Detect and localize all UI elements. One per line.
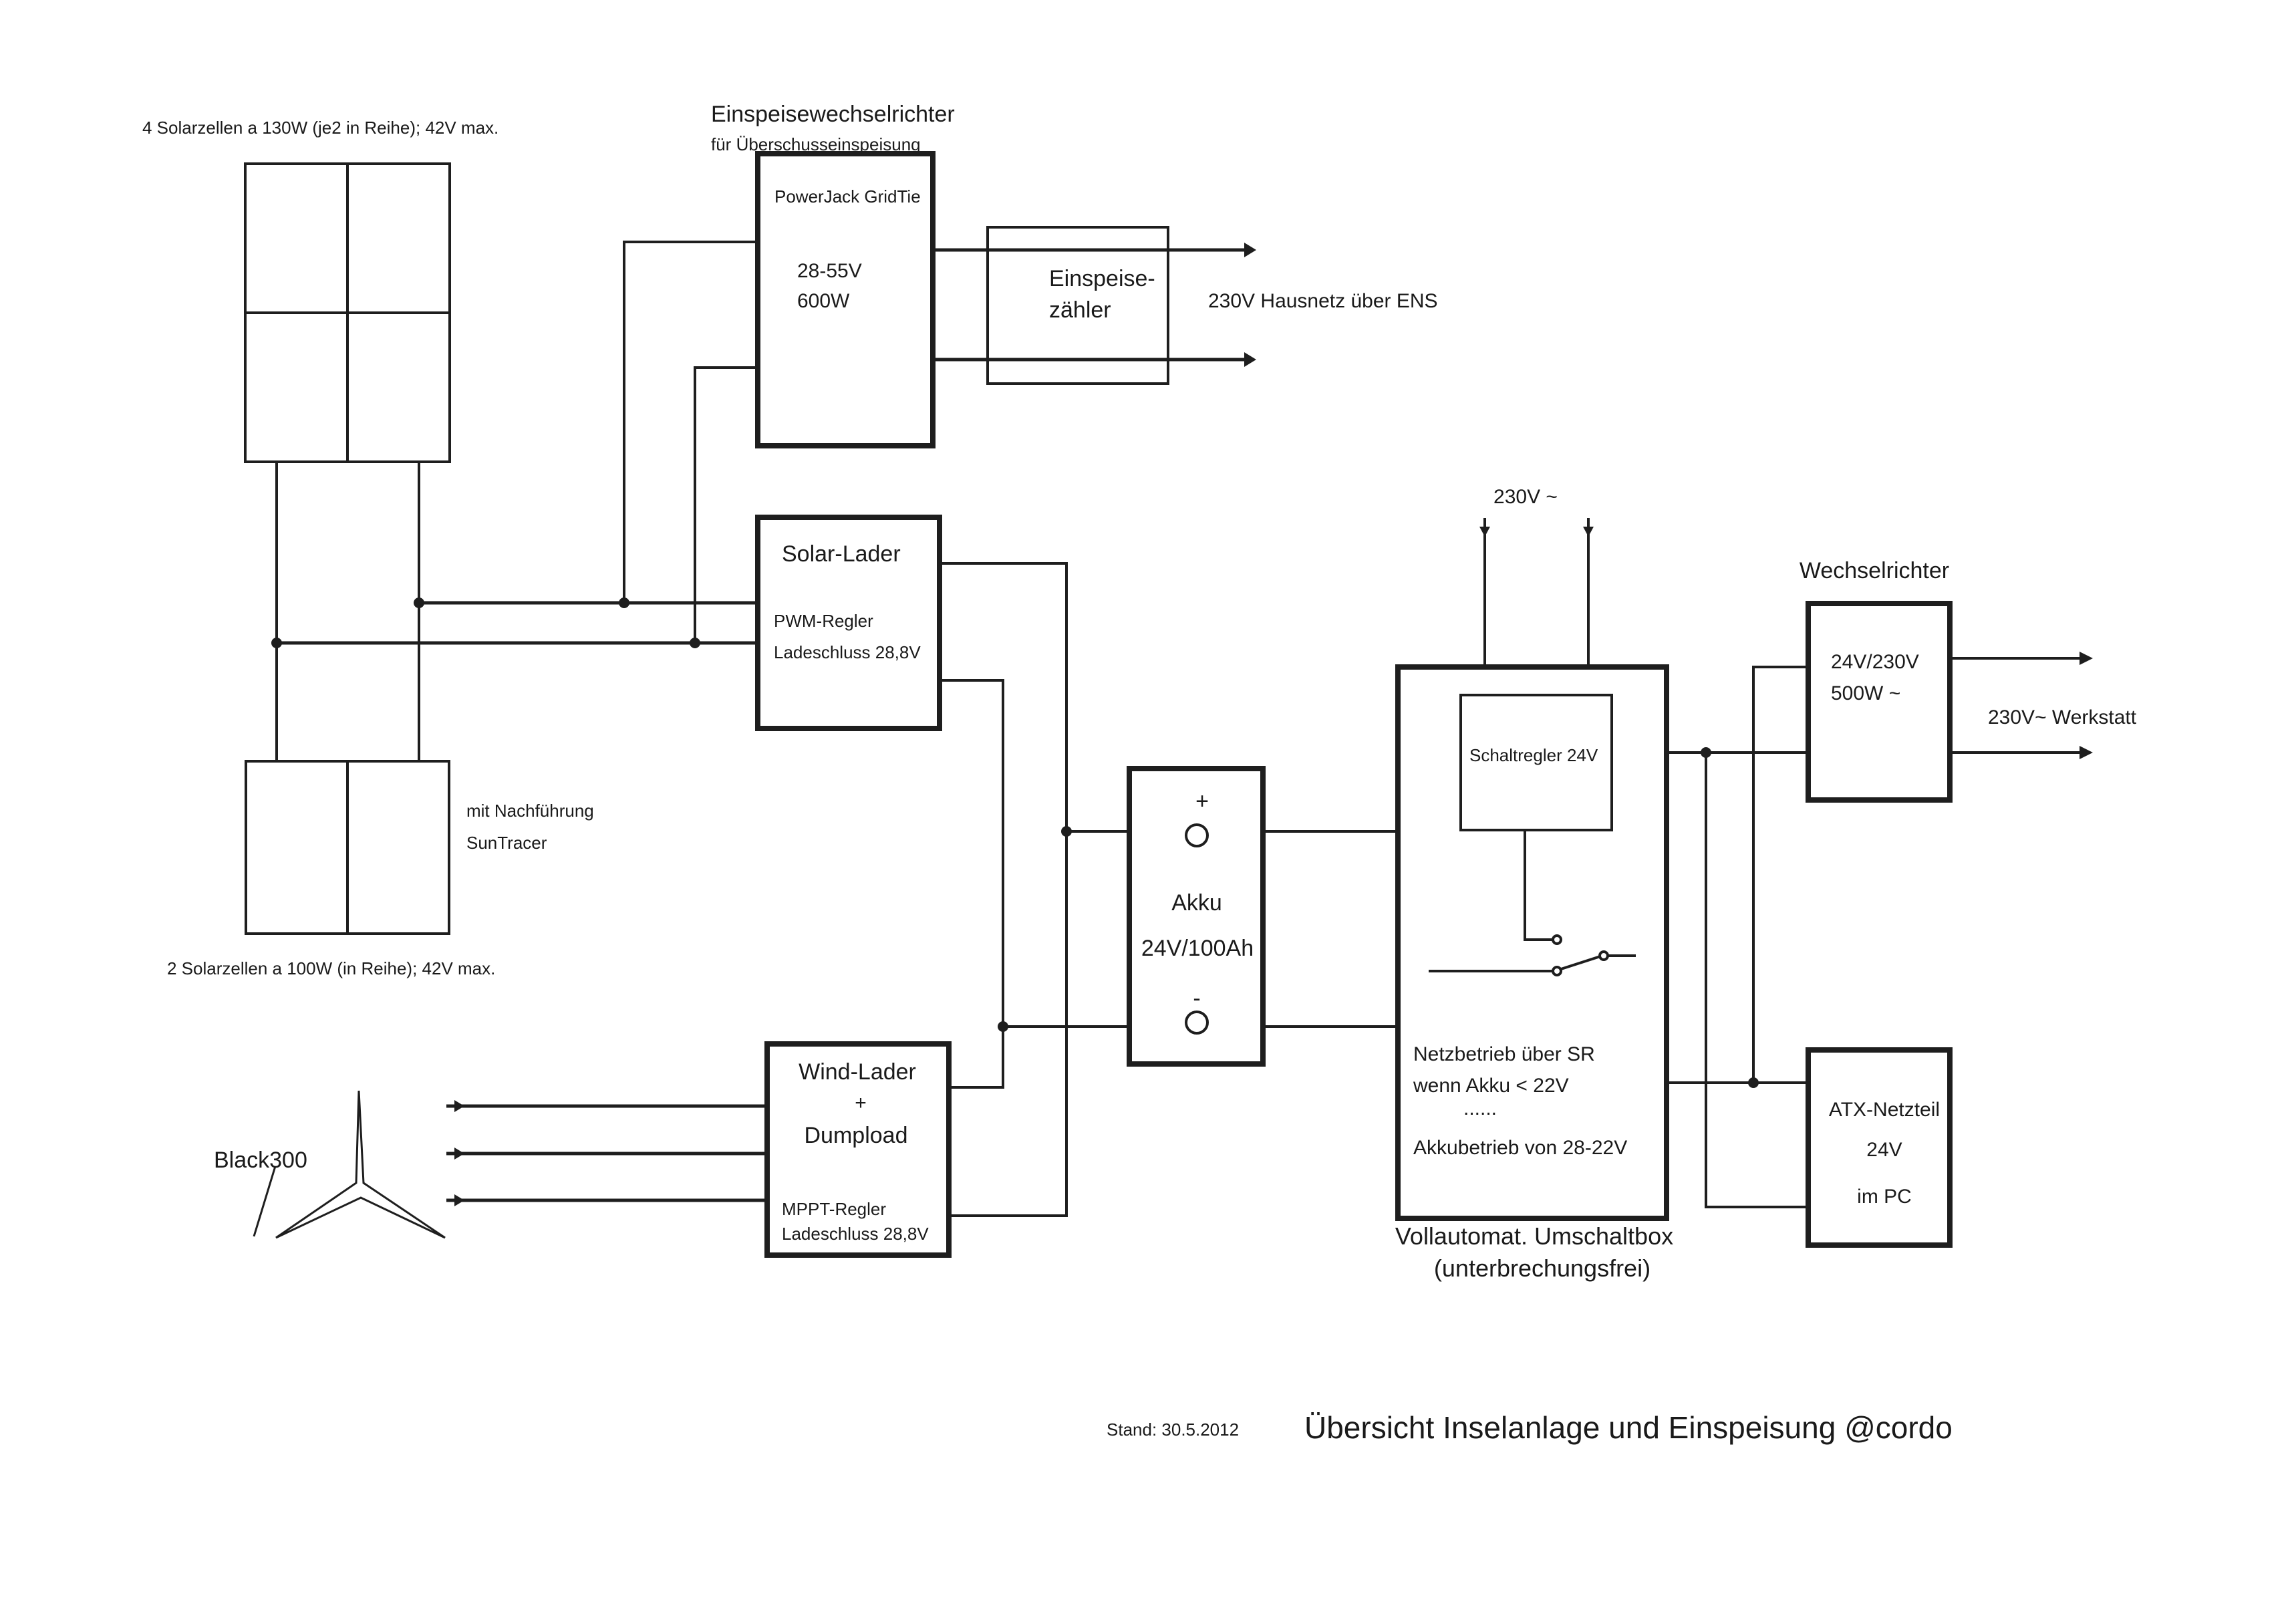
inverter-box	[1806, 601, 1953, 803]
solar-panel	[346, 162, 451, 314]
feed-meter-line1: Einspeise-	[1049, 266, 1155, 291]
arrow-right-icon	[454, 1148, 464, 1160]
atx-psu-box	[1806, 1047, 1953, 1248]
arrow-down-icon	[1479, 527, 1490, 537]
solar-array-main	[244, 162, 451, 463]
junction-dot	[414, 597, 424, 608]
wind-turbine-icon	[253, 1090, 446, 1239]
solar-wiring	[275, 241, 758, 761]
wind-charger-cutoff: Ladeschluss 28,8V	[782, 1224, 929, 1244]
atx-psu-voltage: 24V	[1866, 1139, 1902, 1161]
arrow-right-icon	[1244, 352, 1256, 367]
battery-box	[1127, 766, 1266, 1067]
diagram-title: Übersicht Inselanlage und Einspeisung @c…	[1304, 1410, 1953, 1445]
junction-dot	[1061, 826, 1072, 837]
battery-negative-terminal	[1185, 1011, 1209, 1035]
feed-meter-box	[986, 226, 1169, 385]
switch-desc-line1: Netzbetrieb über SR	[1413, 1043, 1595, 1065]
stand-date: Stand: 30.5.2012	[1107, 1420, 1239, 1440]
battery-plus-label: +	[1195, 789, 1209, 814]
solar-array-main-label: 4 Solarzellen a 130W (je2 in Reihe); 42V…	[142, 118, 498, 138]
turbine-wiring	[446, 1104, 767, 1202]
arrow-down-icon	[1583, 527, 1594, 537]
grid-output-label: 230V Hausnetz über ENS	[1208, 290, 1438, 312]
inverter-rating: 24V/230V	[1831, 651, 1919, 673]
wind-charger-line1: Wind-Lader	[799, 1059, 916, 1085]
solar-array-tracker-label: 2 Solarzellen a 100W (in Reihe); 42V max…	[167, 958, 495, 978]
switching-regulator-box	[1459, 694, 1613, 831]
grid-tie-power: 600W	[797, 290, 850, 312]
grid-tie-heading: Einspeisewechselrichter	[711, 102, 955, 127]
solar-panel	[244, 162, 349, 314]
solar-charger-cutoff: Ladeschluss 28,8V	[774, 642, 921, 662]
grid-tie-inverter-box	[755, 151, 936, 448]
battery-positive-terminal	[1185, 823, 1209, 847]
wind-turbine-label: Black300	[214, 1148, 307, 1173]
output-wiring	[1667, 666, 1808, 1208]
junction-dot	[271, 638, 282, 648]
switch-contact	[1552, 934, 1562, 945]
battery-minus-label: -	[1193, 986, 1200, 1011]
grid-tie-model: PowerJack GridTie	[774, 186, 921, 207]
switch-desc-line4: Akkubetrieb von 28-22V	[1413, 1137, 1627, 1159]
inverter-power: 500W ~	[1831, 682, 1900, 704]
wind-charger-line2: +	[855, 1092, 867, 1114]
solar-panel	[346, 311, 451, 463]
workshop-output-label: 230V~ Werkstatt	[1988, 706, 2137, 728]
inverter-heading: Wechselrichter	[1800, 558, 1949, 583]
charger-bus-wiring	[940, 562, 1129, 1217]
switch-contact	[1552, 966, 1562, 976]
junction-dot	[690, 638, 700, 648]
battery-name: Akku	[1171, 890, 1222, 916]
feed-meter-line2: zähler	[1049, 297, 1111, 323]
switching-regulator-label: Schaltregler 24V	[1469, 745, 1598, 765]
grid-tie-voltage: 28-55V	[797, 260, 862, 282]
solar-panel	[346, 760, 450, 935]
arrow-right-icon	[454, 1100, 464, 1112]
mains-input-label: 230V ~	[1493, 486, 1558, 508]
wind-charger-type: MPPT-Regler	[782, 1199, 886, 1219]
solar-panel	[244, 311, 349, 463]
atx-psu-location: im PC	[1857, 1186, 1912, 1208]
solar-charger-box	[755, 515, 942, 731]
switch-contact	[1598, 950, 1609, 961]
junction-dot	[1701, 747, 1711, 758]
switch-desc-line3: ......	[1463, 1097, 1497, 1119]
arrow-right-icon	[1244, 243, 1256, 257]
solar-charger-type: PWM-Regler	[774, 611, 873, 631]
switch-box-caption-line2: (unterbrechungsfrei)	[1434, 1254, 1651, 1282]
tracker-note-line1: mit Nachführung	[466, 801, 594, 821]
solar-panel	[245, 760, 349, 935]
junction-dot	[1748, 1077, 1759, 1088]
switch-desc-line2: wenn Akku < 22V	[1413, 1075, 1569, 1097]
junction-dot	[998, 1021, 1008, 1032]
solar-array-tracker	[245, 760, 450, 935]
arrow-right-icon	[2079, 746, 2093, 759]
arrow-right-icon	[2079, 652, 2093, 665]
junction-dot	[619, 597, 629, 608]
wind-charger-line3: Dumpload	[805, 1123, 908, 1148]
atx-psu-name: ATX-Netzteil	[1829, 1099, 1940, 1121]
wind-charger-box	[764, 1041, 952, 1258]
battery-rating: 24V/100Ah	[1141, 936, 1254, 961]
arrow-right-icon	[454, 1194, 464, 1206]
solar-charger-title: Solar-Lader	[782, 541, 901, 567]
switch-box-caption-line1: Vollautomat. Umschaltbox	[1395, 1222, 1673, 1250]
tracker-note-line2: SunTracer	[466, 833, 547, 853]
